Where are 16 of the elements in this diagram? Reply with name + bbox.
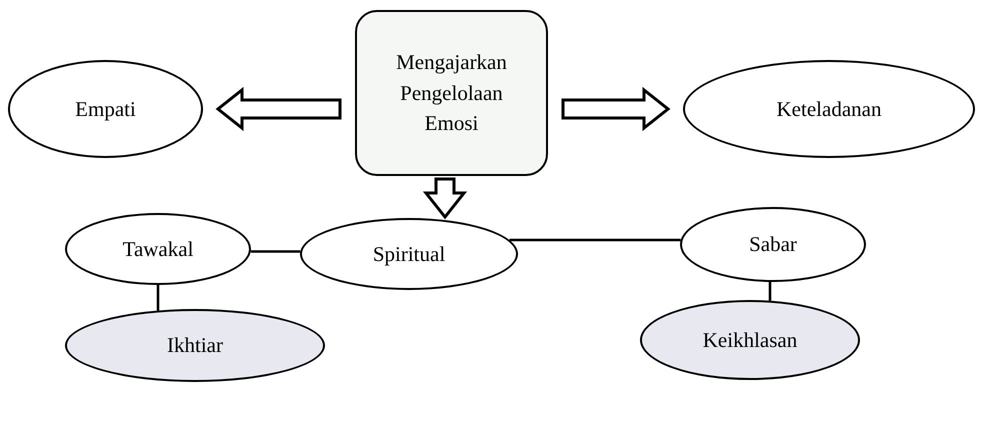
connector-line xyxy=(768,282,772,301)
node-label: Keteladanan xyxy=(776,96,882,123)
node-label: Mengajarkan Pengelolaan Emosi xyxy=(395,49,508,138)
connector-line xyxy=(156,285,160,310)
block-arrow xyxy=(562,86,670,132)
block-arrow xyxy=(422,178,468,220)
node-label: Sabar xyxy=(748,231,798,258)
node-label: Empati xyxy=(74,96,137,123)
node-label: Spiritual xyxy=(372,240,446,268)
connector-line xyxy=(509,238,681,242)
connector-line xyxy=(250,250,300,253)
node-label: Ikhtiar xyxy=(166,332,224,360)
node-label: Tawakal xyxy=(122,236,194,263)
block-arrow xyxy=(216,86,342,132)
node-label: Keikhlasan xyxy=(702,326,798,354)
rounded-box xyxy=(355,10,548,176)
